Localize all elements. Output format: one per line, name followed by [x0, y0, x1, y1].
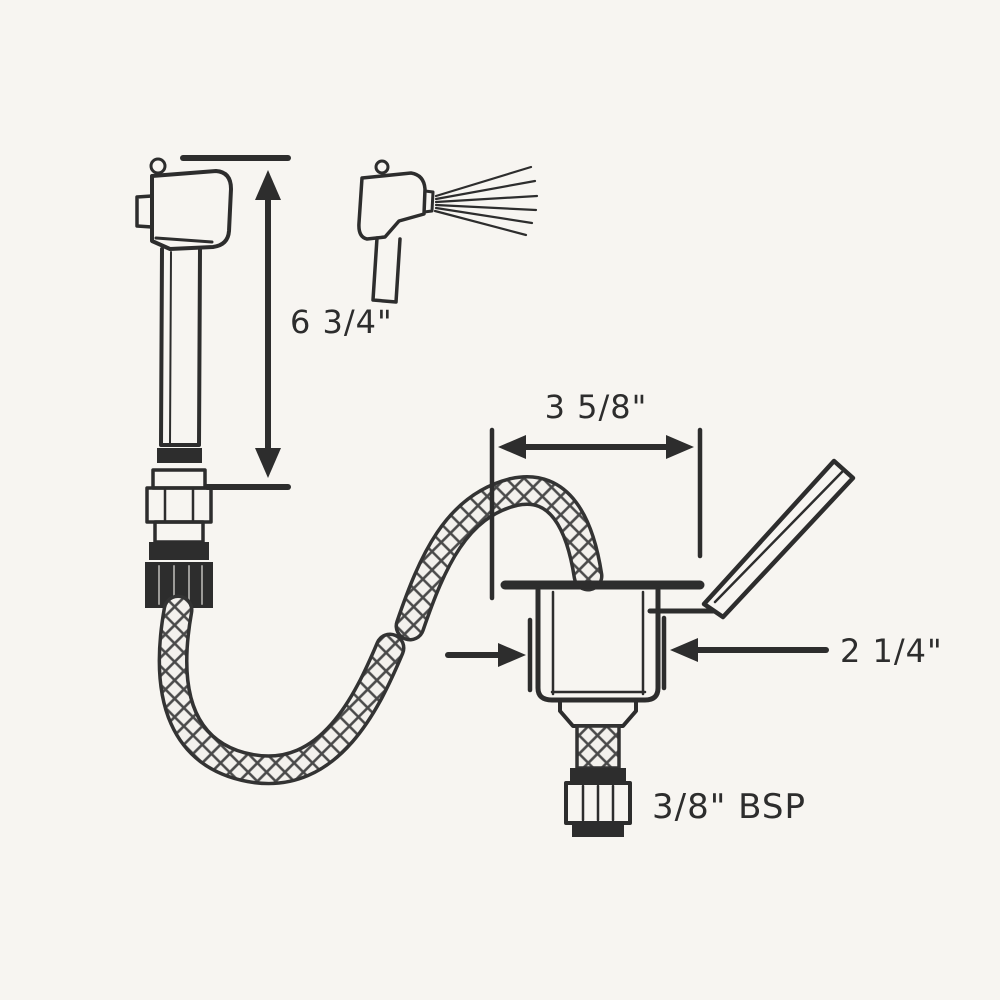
lid-blade-inner-line	[713, 470, 844, 604]
tail-fitting-flats	[581, 784, 615, 822]
housing-cup	[535, 587, 661, 703]
sprayer-head-detail	[154, 236, 214, 244]
braided-hose	[157, 475, 604, 786]
sprayer-handle-tube	[159, 247, 202, 447]
sprayer-hang-ring	[149, 157, 167, 175]
dimension-label-width: 3 5/8"	[545, 388, 648, 426]
diameter-dimension	[445, 615, 829, 693]
tail-collar	[570, 768, 626, 783]
sprayer-handle-seam	[169, 251, 172, 444]
diameter-arrowhead-right	[670, 638, 698, 662]
coupling-top	[151, 468, 207, 490]
inset-sprayer-head	[357, 171, 427, 241]
sprayer-spray-inset	[357, 159, 539, 304]
spray-lines	[433, 165, 539, 237]
hose-nut	[149, 542, 209, 560]
tail-hose-braid	[575, 724, 621, 770]
width-dimension	[489, 427, 703, 601]
sprayer-head	[150, 169, 233, 251]
flip-up-lid	[647, 458, 856, 620]
shower-sprayer-side-view	[135, 157, 233, 608]
braided-hose-lower	[161, 598, 402, 782]
dimension-label-height: 6 3/4"	[290, 303, 393, 341]
diameter-arrowhead-left	[498, 643, 526, 667]
tail-end-band	[572, 823, 624, 837]
height-dim-arrowhead-up	[255, 170, 281, 200]
knurl-texture	[158, 565, 203, 605]
handle-washer-band	[157, 448, 202, 463]
height-dimension	[180, 155, 291, 490]
braided-hose-upper	[398, 478, 600, 638]
width-dim-arrowhead-right	[666, 435, 694, 459]
thread-size-label: 3/8" BSP	[652, 787, 806, 827]
width-dim-arrowhead-left	[498, 435, 526, 459]
sprayer-nozzle	[135, 194, 154, 229]
inset-nozzle	[422, 189, 435, 214]
inset-handle	[371, 236, 402, 304]
dimension-label-diameter: 2 1/4"	[840, 632, 943, 670]
coupling-collar-notches	[163, 488, 195, 522]
housing-neck	[558, 698, 638, 728]
coupling-bottom	[153, 520, 205, 544]
inset-hang-ring	[374, 159, 390, 175]
deck-mount-housing	[500, 580, 705, 837]
height-dim-arrowhead-down	[255, 448, 281, 478]
coupling-collar	[145, 486, 213, 524]
